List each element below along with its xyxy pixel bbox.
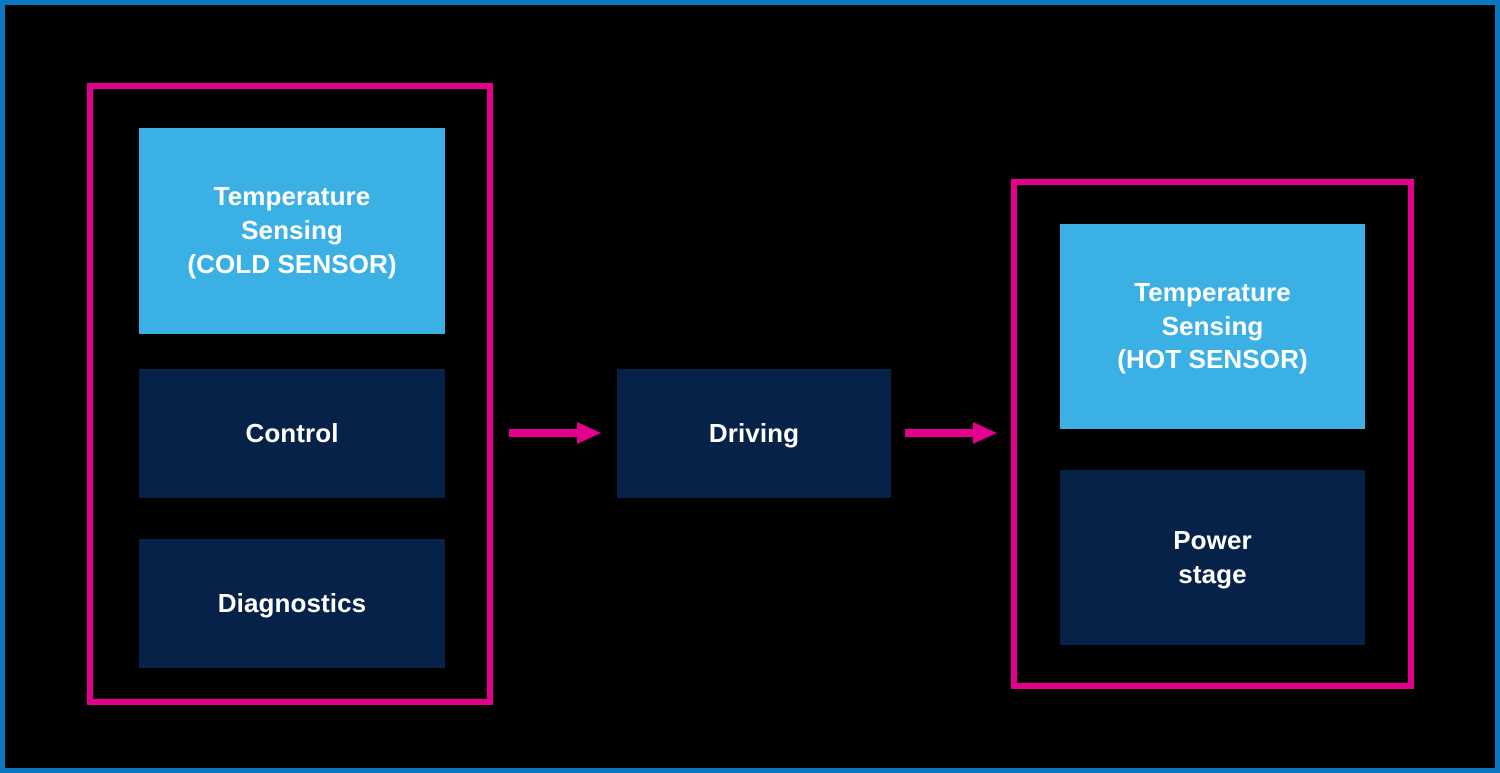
arrow-driving-to-power <box>905 422 997 444</box>
group-frame-power <box>1011 179 1414 689</box>
block-driving: Driving <box>617 369 891 498</box>
block-diagnostics-label: Diagnostics <box>217 587 367 618</box>
group-frame-controller <box>87 83 493 705</box>
block-driving-label: Driving <box>708 417 800 448</box>
block-power-stage: Power stage <box>1060 470 1365 645</box>
block-hot-sensor: Temperature Sensing (HOT SENSOR) <box>1060 224 1365 429</box>
block-cold-sensor-label: Temperature Sensing (COLD SENSOR) <box>187 181 397 279</box>
block-power-stage-label: Power stage <box>1173 524 1252 589</box>
block-control-label: Control <box>245 417 339 448</box>
block-control: Control <box>139 369 445 498</box>
arrow-controller-to-driving <box>509 422 601 444</box>
block-diagnostics: Diagnostics <box>139 539 445 668</box>
block-hot-sensor-label: Temperature Sensing (HOT SENSOR) <box>1117 276 1308 375</box>
block-cold-sensor: Temperature Sensing (COLD SENSOR) <box>139 128 445 334</box>
